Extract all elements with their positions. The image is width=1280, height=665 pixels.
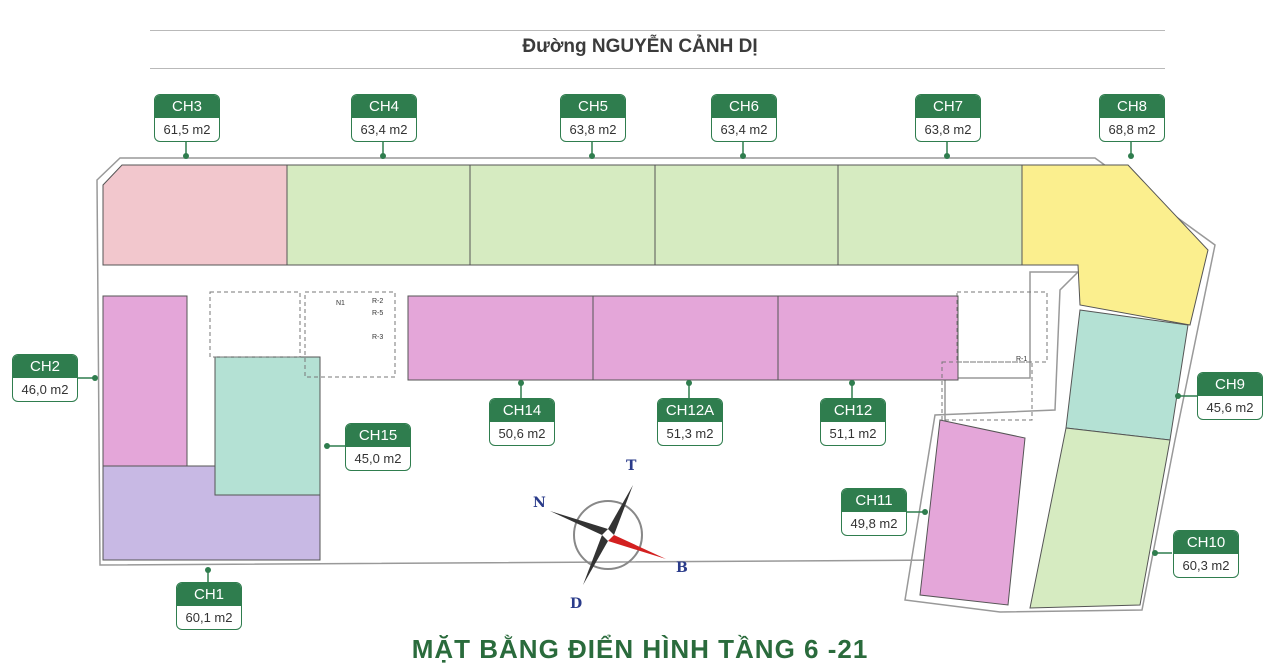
unit-callout-ch2[interactable]: CH2 46,0 m2 <box>12 354 78 402</box>
unit-callout-ch5[interactable]: CH5 63,8 m2 <box>560 94 626 142</box>
room-label: R-5 <box>372 310 384 317</box>
unit-callout-ch12[interactable]: CH12 51,1 m2 <box>820 398 886 446</box>
room-label: N1 <box>336 300 345 307</box>
unit-name: CH14 <box>490 399 554 422</box>
unit-area: 68,8 m2 <box>1108 122 1156 137</box>
compass-label-n: N <box>533 495 546 511</box>
unit-area: 61,5 m2 <box>163 122 211 137</box>
unit-ch7 <box>837 164 1023 266</box>
room-label: R-1 <box>1016 356 1028 363</box>
unit-name: CH10 <box>1174 531 1238 554</box>
unit-ch6 <box>654 164 839 266</box>
unit-ch14 <box>407 295 594 381</box>
unit-area: 63,4 m2 <box>720 122 768 137</box>
unit-name: CH8 <box>1100 95 1164 118</box>
unit-name: CH12A <box>658 399 722 422</box>
unit-callout-ch15[interactable]: CH15 45,0 m2 <box>345 423 411 471</box>
unit-callout-ch14[interactable]: CH14 50,6 m2 <box>489 398 555 446</box>
unit-callout-ch12a[interactable]: CH12A 51,3 m2 <box>657 398 723 446</box>
unit-name: CH1 <box>177 583 241 606</box>
unit-area: 60,3 m2 <box>1182 558 1230 573</box>
unit-callout-ch10[interactable]: CH10 60,3 m2 <box>1173 530 1239 578</box>
unit-name: CH6 <box>712 95 776 118</box>
compass-label-b: B <box>676 560 688 576</box>
unit-ch8 <box>1021 164 1209 326</box>
street-name: Đường NGUYỄN CẢNH DỊ <box>522 36 758 57</box>
unit-ch9 <box>1065 309 1189 441</box>
unit-ch3 <box>102 164 288 266</box>
unit-ch12 <box>777 295 959 381</box>
compass-label-t: T <box>626 458 637 474</box>
compass-label-d: D <box>570 596 583 612</box>
unit-name: CH11 <box>842 489 906 512</box>
unit-callout-ch7[interactable]: CH7 63,8 m2 <box>915 94 981 142</box>
unit-callout-ch3[interactable]: CH3 61,5 m2 <box>154 94 220 142</box>
unit-area: 46,0 m2 <box>21 382 69 397</box>
unit-area: 45,0 m2 <box>354 451 402 466</box>
unit-callout-ch8[interactable]: CH8 68,8 m2 <box>1099 94 1165 142</box>
unit-name: CH9 <box>1198 373 1262 396</box>
unit-ch2 <box>102 295 188 467</box>
divider <box>150 30 1165 31</box>
unit-ch5 <box>469 164 656 266</box>
unit-area: 60,1 m2 <box>185 610 233 625</box>
room-label: R-2 <box>372 298 384 305</box>
core-left <box>209 291 301 358</box>
unit-name: CH5 <box>561 95 625 118</box>
unit-area: 50,6 m2 <box>498 426 546 441</box>
unit-ch15 <box>214 356 321 496</box>
unit-area: 63,4 m2 <box>360 122 408 137</box>
unit-ch11 <box>919 419 1026 606</box>
unit-callout-ch9[interactable]: CH9 45,6 m2 <box>1197 372 1263 420</box>
room-label: R-3 <box>372 334 384 341</box>
unit-area: 63,8 m2 <box>569 122 617 137</box>
unit-ch4 <box>286 164 471 266</box>
unit-area: 49,8 m2 <box>850 516 898 531</box>
plan-title: MẶT BẰNG ĐIỂN HÌNH TẦNG 6 -21 <box>411 634 869 664</box>
unit-name: CH2 <box>13 355 77 378</box>
unit-callout-ch4[interactable]: CH4 63,4 m2 <box>351 94 417 142</box>
unit-name: CH3 <box>155 95 219 118</box>
unit-area: 51,1 m2 <box>829 426 877 441</box>
unit-name: CH7 <box>916 95 980 118</box>
unit-callout-ch1[interactable]: CH1 60,1 m2 <box>176 582 242 630</box>
compass-rose-icon <box>550 485 666 585</box>
divider <box>150 68 1165 69</box>
unit-name: CH12 <box>821 399 885 422</box>
unit-area: 51,3 m2 <box>666 426 714 441</box>
unit-callout-ch6[interactable]: CH6 63,4 m2 <box>711 94 777 142</box>
stair-right <box>941 361 1033 421</box>
unit-area: 63,8 m2 <box>924 122 972 137</box>
unit-name: CH4 <box>352 95 416 118</box>
unit-area: 45,6 m2 <box>1206 400 1254 415</box>
unit-name: CH15 <box>346 424 410 447</box>
unit-callout-ch11[interactable]: CH11 49,8 m2 <box>841 488 907 536</box>
unit-ch12a <box>592 295 779 381</box>
unit-ch10 <box>1029 427 1171 609</box>
stair-left <box>304 291 396 378</box>
